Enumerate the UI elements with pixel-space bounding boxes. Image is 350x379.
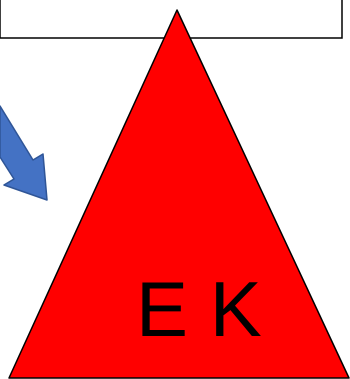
triangle-label: E K xyxy=(136,265,262,353)
down-right-arrow-icon xyxy=(0,105,48,201)
arrow-shape xyxy=(0,105,48,201)
red-triangle xyxy=(8,9,350,379)
